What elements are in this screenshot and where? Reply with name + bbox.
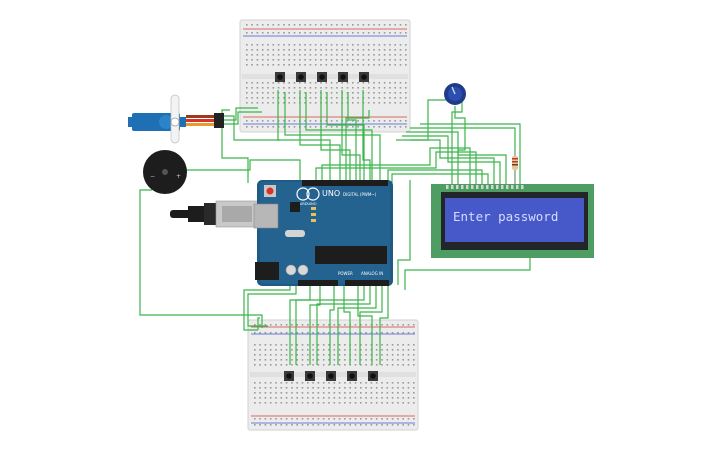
keypad-button-bottom-5[interactable] <box>368 371 378 381</box>
lcd-text: Enter password <box>453 209 558 224</box>
keypad-button-bottom-3[interactable] <box>326 371 336 381</box>
arduino-uno[interactable]: UNO DIGITAL (PWM~) ARDUINO POWER ANALOG … <box>253 180 393 286</box>
keypad-button-top-4[interactable] <box>338 72 348 82</box>
keypad-button-top-1[interactable] <box>275 72 285 82</box>
keypad-button-top-5[interactable] <box>359 72 369 82</box>
wires <box>139 90 531 365</box>
analog-header-label: ANALOG IN <box>361 271 383 276</box>
lcd-display[interactable]: Enter password <box>431 184 594 258</box>
piezo-buzzer[interactable]: − + <box>143 150 187 194</box>
keypad-button-bottom-4[interactable] <box>347 371 357 381</box>
usb-cable[interactable] <box>170 200 259 228</box>
keypad-button-bottom-2[interactable] <box>305 371 315 381</box>
arduino-brand-label: ARDUINO <box>300 202 317 206</box>
digital-header-label: DIGITAL (PWM~) <box>343 192 377 197</box>
potentiometer[interactable] <box>444 83 466 105</box>
servo-motor[interactable] <box>128 94 224 144</box>
arduino-model-label: UNO <box>322 189 340 198</box>
keypad-button-top-3[interactable] <box>317 72 327 82</box>
keypad-button-top-2[interactable] <box>296 72 306 82</box>
svg-text:−: − <box>150 173 155 180</box>
resistor[interactable] <box>512 150 518 185</box>
svg-text:+: + <box>176 173 181 180</box>
power-header-label: POWER <box>338 271 353 276</box>
keypad-button-bottom-1[interactable] <box>284 371 294 381</box>
